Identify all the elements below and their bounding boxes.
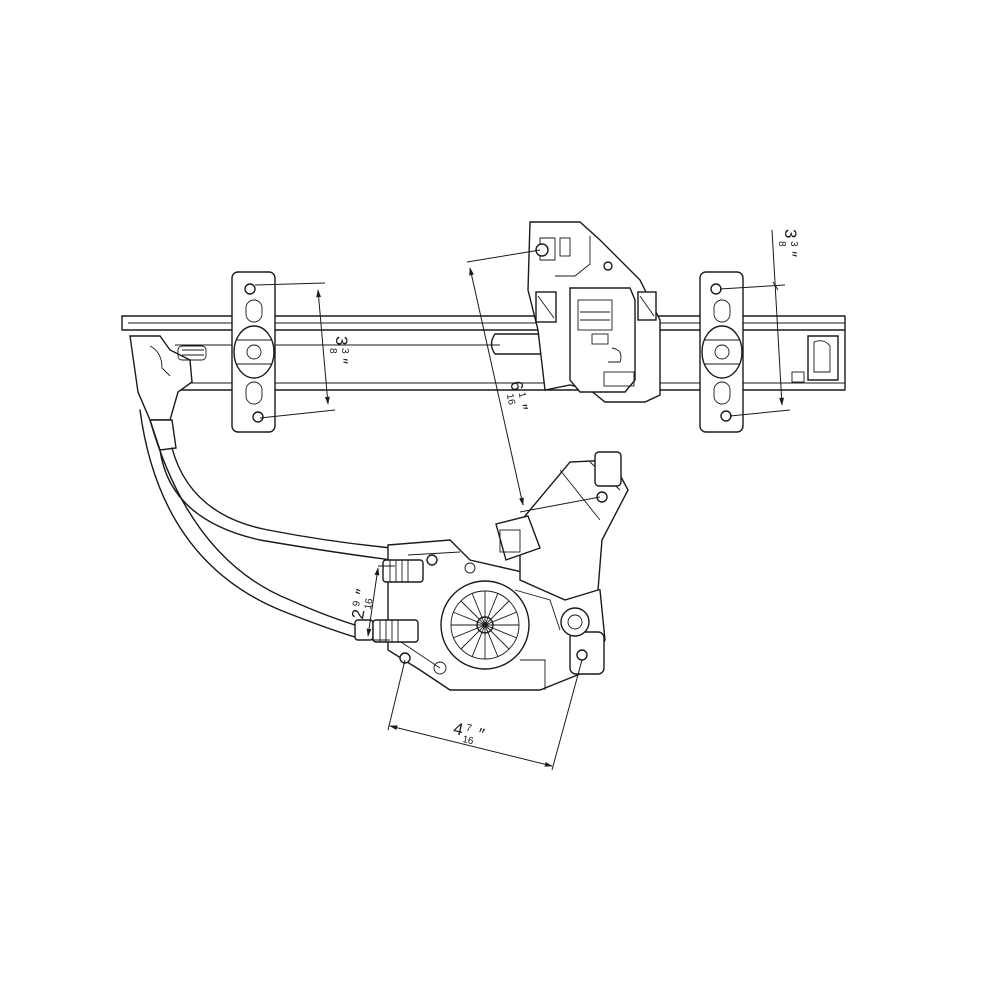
dim-left-den: 8 (327, 348, 338, 354)
dim-width-label: 4 7 16 ″ (452, 719, 487, 747)
dim-width-whole: 4 (452, 719, 466, 740)
dim-left-bracket (254, 282, 336, 419)
dim-right-num: 3 (788, 241, 799, 247)
dim-center-whole: 6 (506, 379, 527, 392)
motor-housing (372, 451, 629, 691)
left-end-bracket (129, 335, 207, 451)
dim-right-bracket (719, 229, 791, 417)
dim-regulator-width (387, 659, 583, 771)
dim-center-num: 1 (516, 391, 528, 399)
dim-height-num: 9 (351, 600, 363, 608)
dim-left-whole: 3 (332, 336, 351, 345)
dim-right-unit: ″ (781, 251, 800, 257)
dim-left-label: 3 3 8 ″ (327, 336, 351, 364)
dim-right-whole: 3 (781, 229, 800, 238)
dim-height-den: 16 (363, 597, 376, 610)
dim-height-unit: ″ (352, 588, 372, 597)
left-mounting-bracket (231, 271, 276, 433)
dim-left-unit: ″ (332, 358, 351, 364)
dim-regulator-height (366, 565, 395, 641)
dim-center-motor (466, 249, 601, 513)
dim-width-unit: ″ (476, 725, 486, 745)
dim-center-den: 16 (504, 393, 517, 407)
dim-right-den: 8 (776, 241, 787, 247)
right-mounting-bracket (699, 271, 744, 433)
lift-plate (527, 221, 661, 403)
dim-center-unit: ″ (511, 403, 531, 413)
dim-height-whole: 2 (348, 608, 368, 621)
dim-center-label: 6 1 16 ″ (504, 379, 531, 413)
dim-width-den: 16 (461, 734, 475, 747)
dim-right-label: 3 3 8 ″ (776, 229, 800, 257)
dim-left-num: 3 (339, 348, 350, 354)
dim-height-label: 2 9 16 ″ (348, 588, 376, 621)
dim-width-num: 7 (465, 723, 473, 735)
